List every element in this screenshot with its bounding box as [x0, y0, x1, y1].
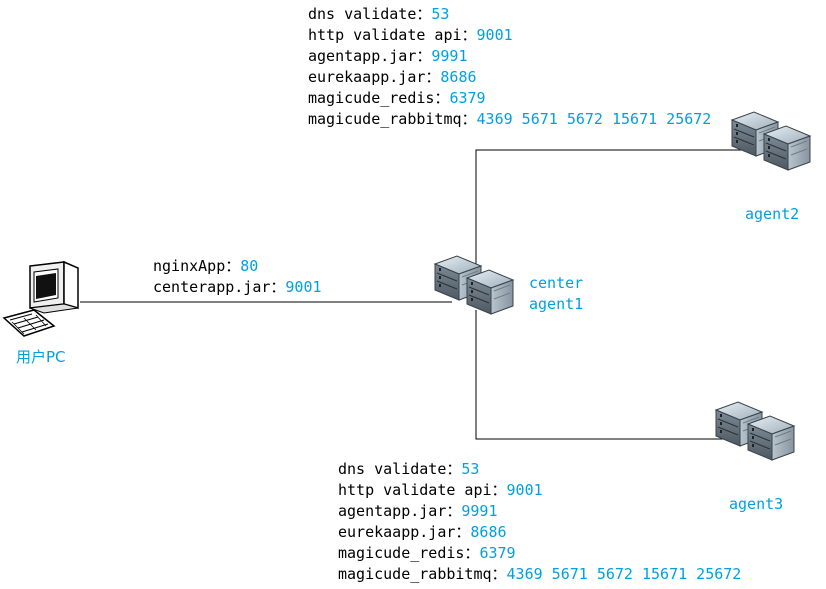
port-row: eurekaapp.jar：8686 [308, 68, 477, 86]
port-row: magicude_redis：6379 [308, 89, 486, 107]
port-row: centerapp.jar：9001 [153, 278, 322, 296]
center-label: center [529, 274, 584, 292]
center-to-agent3-link [475, 310, 730, 440]
center-to-agent2-link [475, 149, 742, 276]
port-row: agentapp.jar：9991 [338, 502, 498, 520]
port-row: agentapp.jar：9991 [308, 47, 468, 65]
pc-label: 用户PC [16, 348, 66, 366]
port-row: dns validate：53 [308, 5, 450, 23]
agent3-label: agent3 [729, 495, 784, 513]
pc-port-list: nginxApp：80 centerapp.jar：9001 [153, 256, 322, 298]
bottom-port-list: dns validate：53 http validate api：9001 a… [338, 459, 741, 585]
port-row: nginxApp：80 [153, 257, 259, 275]
center-server-icon [435, 256, 513, 314]
top-port-list: dns validate：53 http validate api：9001 a… [308, 4, 711, 130]
agent1-label: agent1 [529, 295, 584, 313]
agent2-server-icon [732, 112, 810, 170]
computer-icon [2, 260, 79, 337]
port-row: http validate api：9001 [338, 481, 543, 499]
port-row: magicude_rabbitmq：4369 5671 5672 15671 2… [308, 110, 712, 128]
port-row: eurekaapp.jar：8686 [338, 523, 507, 541]
port-row: http validate api：9001 [308, 26, 513, 44]
agent3-server-icon [716, 402, 794, 460]
port-row: magicude_rabbitmq：4369 5671 5672 15671 2… [338, 565, 742, 583]
agent2-label: agent2 [745, 205, 800, 223]
port-row: magicude_redis：6379 [338, 544, 516, 562]
port-row: dns validate：53 [338, 460, 480, 478]
